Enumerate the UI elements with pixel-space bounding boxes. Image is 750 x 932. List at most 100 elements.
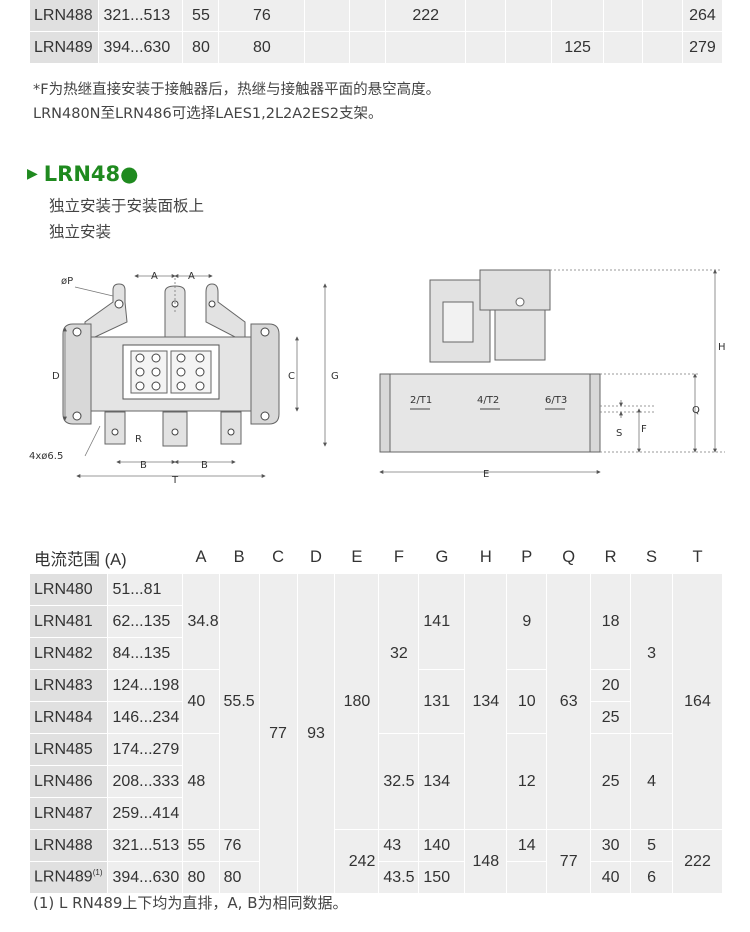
value-cell: 55 xyxy=(182,0,220,32)
model-cell: LRN481 xyxy=(30,605,109,638)
value-cell xyxy=(551,0,605,32)
dim-label-t: T xyxy=(171,475,179,486)
dim-label-phi-p: øP xyxy=(61,276,73,287)
table-row: LRN489 394...630 80 80 125 279 xyxy=(30,31,724,64)
value-cell-r: 40 xyxy=(590,861,632,894)
range-cell: 208...333 xyxy=(107,765,184,798)
section-title-text: LRN48● xyxy=(43,162,139,186)
value-cell-r: 25 xyxy=(590,701,632,734)
section-subtitle-1: 独立安装于安装面板上 xyxy=(49,197,205,215)
front-view xyxy=(62,283,280,447)
value-cell-a: 80 xyxy=(182,861,220,894)
value-cell-g: 134 xyxy=(418,733,466,830)
model-cell: LRN480 xyxy=(30,573,109,606)
value-cell: 76 xyxy=(218,0,306,32)
model-cell: LRN482 xyxy=(30,637,109,670)
value-cell-p xyxy=(506,861,548,894)
value-cell: 125 xyxy=(551,31,605,64)
range-cell: 321...513 xyxy=(107,829,184,862)
model-cell: LRN489 xyxy=(30,31,100,64)
dim-label-q: Q xyxy=(692,405,700,416)
side-dimension-labels: 2/T1 4/T2 6/T3 H Q S F E xyxy=(410,342,725,480)
table-row: LRN485 174...279 48 32.5 134 12 25 4 xyxy=(30,733,723,830)
value-cell xyxy=(603,31,643,64)
header-cell: T xyxy=(672,542,723,574)
model-name: LRN489 xyxy=(34,868,93,886)
value-cell-r: 25 xyxy=(590,733,632,830)
dim-label-b: B xyxy=(201,460,208,471)
value-cell xyxy=(385,31,467,64)
value-cell: 80 xyxy=(218,31,306,64)
dimension-table: 电流范围 (A) A B C D E F G H P Q R S T LRN48… xyxy=(30,542,723,894)
value-cell-r: 18 xyxy=(590,573,632,670)
value-cell xyxy=(642,0,683,32)
range-cell: 124...198 xyxy=(107,669,184,702)
value-cell-b: 76 xyxy=(219,829,260,862)
header-cell: R xyxy=(590,542,632,574)
top-dimension-table: LRN488 321...513 55 76 222 264 LRN489 39… xyxy=(30,0,724,64)
footnote-marker: (1) xyxy=(92,868,103,878)
value-cell xyxy=(349,0,387,32)
table-row: LRN488 321...513 55 76 242 43 140 148 14… xyxy=(30,829,723,894)
table-row: LRN481 62...135 xyxy=(30,605,723,638)
range-cell: 51...81 xyxy=(107,573,184,606)
header-cell: Q xyxy=(546,542,592,574)
value-cell-s: 5 xyxy=(630,829,673,862)
value-cell-s: 6 xyxy=(630,861,673,894)
header-cell: E xyxy=(334,542,380,574)
range-cell: 394...630 xyxy=(98,31,184,64)
value-cell-t: 222 xyxy=(672,829,723,894)
note-line-1: *F为热继直接安装于接触器后，热继与接触器平面的悬空高度。 xyxy=(33,82,441,98)
value-cell-f: 43.5 xyxy=(378,861,420,894)
dim-label-f: F xyxy=(641,424,647,435)
value-cell: 222 xyxy=(385,0,467,32)
model-cell: LRN487 xyxy=(30,797,109,830)
value-cell-a: 55 xyxy=(182,829,220,862)
header-cell: D xyxy=(297,542,336,574)
value-cell-a: 40 xyxy=(182,669,220,734)
value-cell-p: 10 xyxy=(506,669,548,734)
value-cell-b: 80 xyxy=(219,861,260,894)
dim-label-d: D xyxy=(52,371,60,382)
header-cell: P xyxy=(506,542,548,574)
section-title: ▶ LRN48● xyxy=(27,162,138,186)
value-cell: 80 xyxy=(182,31,220,64)
note-line-2: LRN480N至LRN486可选择LAES1,2L2A2ES2支架。 xyxy=(33,106,383,122)
section-subtitle-2: 独立安装 xyxy=(49,223,112,241)
terminal-label-t2: 4/T2 xyxy=(477,395,499,406)
front-dimension-lines xyxy=(63,274,327,478)
side-dimension-lines xyxy=(379,269,725,474)
table-row: LRN486 208...333 xyxy=(30,765,723,798)
table-row: LRN489(1) 394...630 80 80 43.5 150 40 6 xyxy=(30,861,723,894)
header-cell: A xyxy=(182,542,220,574)
range-cell: 321...513 xyxy=(98,0,184,32)
value-cell xyxy=(304,0,351,32)
value-cell: 279 xyxy=(682,31,724,64)
dim-label-h: H xyxy=(718,342,725,353)
value-cell-e: 180 xyxy=(334,573,380,830)
value-cell xyxy=(465,31,507,64)
value-cell-a: 34.8 xyxy=(182,573,220,670)
triangle-right-icon: ▶ xyxy=(27,166,38,182)
range-cell: 84...135 xyxy=(107,637,184,670)
dim-label-r: R xyxy=(135,434,142,445)
header-cell: G xyxy=(418,542,466,574)
value-cell-g: 140 xyxy=(418,829,466,862)
model-cell: LRN484 xyxy=(30,701,109,734)
value-cell-s: 4 xyxy=(630,733,673,830)
table-row: LRN483 124...198 40 131 10 20 xyxy=(30,669,723,734)
model-cell: LRN485 xyxy=(30,733,109,766)
value-cell xyxy=(642,31,683,64)
dim-label-g: G xyxy=(331,371,339,382)
dim-label-holes: 4xø6.5 xyxy=(29,451,63,462)
dim-label-s: S xyxy=(616,428,622,439)
value-cell-e: 242 xyxy=(334,829,380,894)
value-cell xyxy=(304,31,351,64)
table-footnote: (1) L RN489上下均为直排，A, B为相同数据。 xyxy=(33,894,348,912)
value-cell-h: 148 xyxy=(464,829,508,894)
value-cell-p: 9 xyxy=(506,573,548,670)
model-cell: LRN489(1) xyxy=(30,861,109,894)
value-cell-q: 77 xyxy=(546,829,592,894)
dim-label-b: B xyxy=(140,460,147,471)
dim-label-a: A xyxy=(188,271,195,282)
